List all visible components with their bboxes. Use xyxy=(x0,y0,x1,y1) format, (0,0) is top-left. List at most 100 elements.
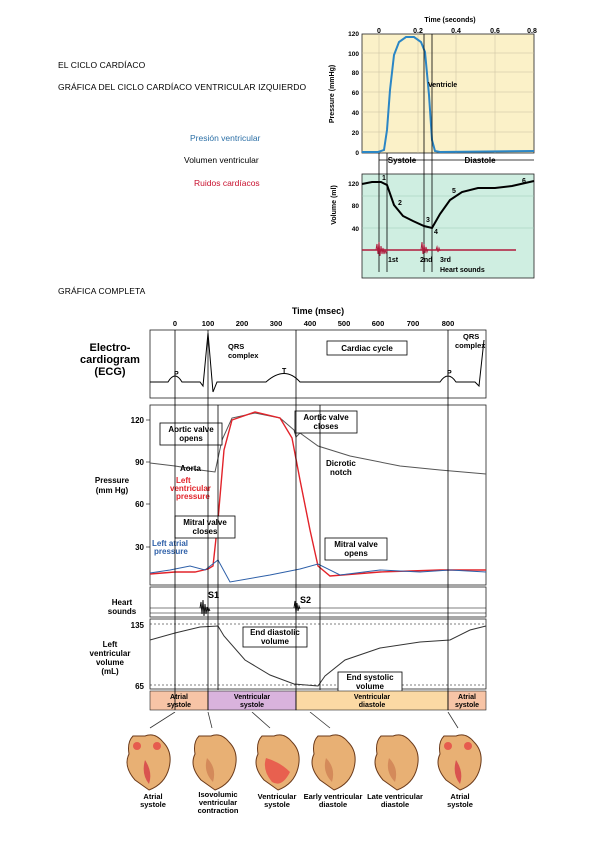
s2-label: S2 xyxy=(300,595,311,605)
legend-heart-sounds: Ruidos cardíacos xyxy=(194,178,260,188)
small-sound-label: 2nd xyxy=(420,257,432,264)
small-cardiac-chart: Time (seconds) 0 0.2 0.4 0.6 0.8 Pressur… xyxy=(329,17,537,279)
ecg-qrs-label-2: complex xyxy=(228,351,259,360)
small-pressure-label: Pressure (mmHg) xyxy=(329,65,336,123)
s2-sound xyxy=(293,600,301,614)
la-pressure-label: Left atrial xyxy=(152,539,188,548)
aortic-closes-label-2: closes xyxy=(314,422,339,431)
heart-label: contraction xyxy=(198,806,239,815)
big-time-tick: 500 xyxy=(338,319,351,328)
big-pressure-tick: 30 xyxy=(135,543,144,552)
phase-atrial-systole-b: Atrial xyxy=(458,694,476,701)
small-volume-curve xyxy=(361,180,535,230)
phase-ventricular-systole-2: systole xyxy=(240,702,264,709)
heart-sounds-label-2: sounds xyxy=(108,607,137,616)
small-point-label: 6 xyxy=(522,178,526,185)
small-pressure-tick: 100 xyxy=(348,51,359,58)
aortic-closes-label: Aortic valve xyxy=(303,413,349,422)
ecg-p-wave-2: P xyxy=(447,370,452,377)
small-volume-tick: 40 xyxy=(352,226,360,233)
small-volume-tick: 80 xyxy=(352,203,360,210)
volume-label-3: volume xyxy=(96,658,125,667)
small-time-tick: 0.8 xyxy=(527,28,537,35)
heart-label: Atrial xyxy=(450,792,469,801)
small-diastole-label: Diastole xyxy=(464,156,496,165)
volume-label-2: ventricular xyxy=(90,649,131,658)
big-pressure-tick: 90 xyxy=(135,458,144,467)
legend-ventricular-pressure: Presión ventricular xyxy=(190,133,261,143)
complete-cardiac-chart: Time (msec) 0 100 200 300 400 500 600 70… xyxy=(80,306,487,711)
ecg-qrs-right: QRS xyxy=(463,332,479,341)
big-volume-tick: 135 xyxy=(131,621,145,630)
big-time-tick: 800 xyxy=(442,319,455,328)
legend-ventricular-volume: Volumen ventricular xyxy=(184,155,259,165)
small-ventricle-label: Ventricle xyxy=(428,82,457,89)
ecg-trace xyxy=(150,332,485,393)
heart-sounds-label: Heart xyxy=(112,598,133,607)
mitral-closes-label-2: closes xyxy=(193,527,218,536)
dicrotic-label: Dicrotic xyxy=(326,459,356,468)
small-pressure-tick: 0 xyxy=(355,150,359,157)
heart-label: systole xyxy=(140,800,166,809)
heart-label: ventricular xyxy=(199,798,237,807)
small-pressure-tick: 120 xyxy=(348,31,359,38)
mitral-closes-label: Mitral valve xyxy=(183,518,227,527)
small-systole-label: Systole xyxy=(388,156,417,165)
small-pressure-tick: 80 xyxy=(352,70,360,77)
s1-label: S1 xyxy=(208,590,219,600)
big-time-tick: 200 xyxy=(236,319,249,328)
small-point-label: 4 xyxy=(434,229,438,236)
small-sound-label: 3rd xyxy=(440,257,451,264)
small-pressure-tick: 20 xyxy=(352,130,360,137)
heart-label: Early ventricular xyxy=(304,792,363,801)
small-heart-sounds-label: Heart sounds xyxy=(440,267,485,274)
small-volume-tick: 120 xyxy=(348,181,359,188)
small-time-label: Time (seconds) xyxy=(424,17,475,24)
ecg-label-2: cardiogram xyxy=(80,354,140,366)
heart-label: Atrial xyxy=(143,792,162,801)
ecg-label-1: Electro- xyxy=(90,342,131,354)
small-heart-sound-2 xyxy=(420,241,429,255)
heart-3 xyxy=(255,734,300,791)
big-time-tick: 0 xyxy=(173,319,177,328)
big-time-tick: 700 xyxy=(407,319,420,328)
ecg-t-wave: T xyxy=(282,368,287,375)
volume-label-4: (mL) xyxy=(101,667,119,676)
ecg-qrs-right-2: complex xyxy=(455,341,486,350)
big-pressure-tick: 60 xyxy=(135,500,144,509)
phase-ventricular-diastole: Ventricular xyxy=(354,694,390,701)
heart-4 xyxy=(311,734,356,791)
la-pressure-label-2: pressure xyxy=(154,547,188,556)
phase-atrial-systole-b-2: systole xyxy=(455,702,479,709)
small-pressure-curve xyxy=(362,36,535,154)
lv-pressure-label: Left xyxy=(176,476,191,485)
small-pressure-tick: 60 xyxy=(352,90,360,97)
big-time-label: Time (msec) xyxy=(292,306,344,316)
phase-ventricular-diastole-2: diastole xyxy=(359,702,386,709)
big-volume-tick: 65 xyxy=(135,682,144,691)
title-heading: EL CICLO CARDÍACO xyxy=(58,60,146,70)
ecg-p-wave: P xyxy=(174,371,179,378)
heart-6 xyxy=(437,734,482,791)
heart-label: Ventricular xyxy=(258,792,297,801)
heart-2 xyxy=(192,734,237,791)
aorta-label: Aorta xyxy=(180,464,201,473)
edv-label-2: volume xyxy=(261,637,290,646)
small-point-label: 2 xyxy=(398,200,402,207)
small-heart-sound-3 xyxy=(435,245,441,253)
heart-label: Late ventricular xyxy=(367,792,423,801)
heart-label: systole xyxy=(264,800,290,809)
big-time-tick: 100 xyxy=(202,319,215,328)
small-point-label: 3 xyxy=(426,217,430,224)
small-point-label: 1 xyxy=(382,175,386,182)
heart-label: diastole xyxy=(319,800,347,809)
section-heading: GRÁFICA COMPLETA xyxy=(58,286,146,296)
big-pressure-tick: 120 xyxy=(131,416,145,425)
lv-pressure-label-3: pressure xyxy=(176,492,210,501)
heart-label: systole xyxy=(447,800,473,809)
volume-label-1: Left xyxy=(103,640,118,649)
heart-1 xyxy=(126,734,171,791)
ecg-qrs-label: QRS xyxy=(228,342,244,351)
small-time-tick: 0.6 xyxy=(490,28,500,35)
small-time-tick: 0.2 xyxy=(413,28,423,35)
